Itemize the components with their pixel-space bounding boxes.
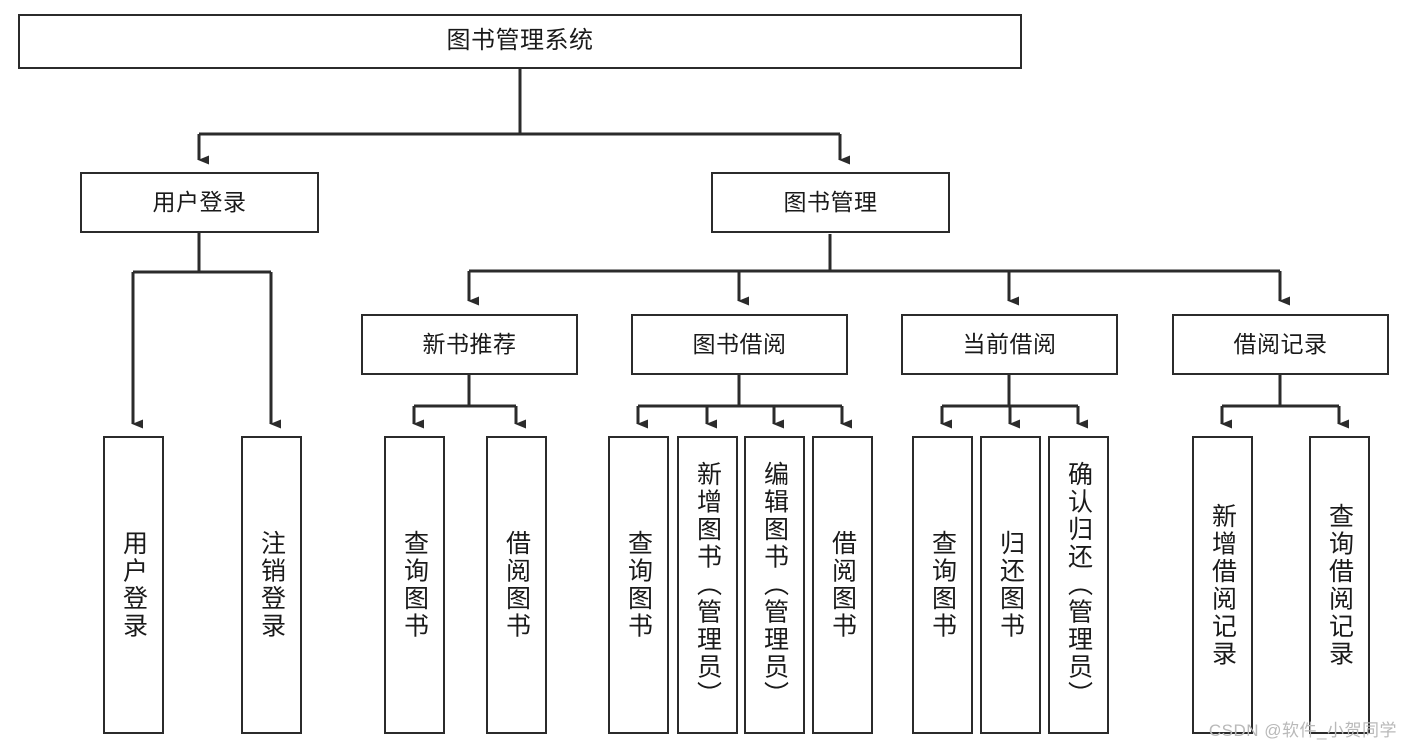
node-book-management-label: 图书管理	[783, 188, 878, 215]
node-root-label: 图书管理系统	[446, 27, 594, 55]
leaf-records-add-record[interactable]: 新增借阅记录	[1192, 436, 1253, 734]
leaf-current-return-book[interactable]: 归还图书	[980, 436, 1041, 734]
leaf-borrow-borrow-book-label: 借阅图书	[828, 530, 857, 640]
leaf-user-login-signout[interactable]: 注销登录	[241, 436, 302, 734]
node-new-book-recommend[interactable]: 新书推荐	[361, 314, 578, 375]
leaf-borrow-query-book-label: 查询图书	[624, 530, 653, 640]
node-current-borrow-label: 当前借阅	[962, 330, 1057, 357]
leaf-borrow-edit-book[interactable]: 编辑图书（管理员）	[744, 436, 805, 734]
leaf-new-book-borrow-label: 借阅图书	[502, 530, 531, 640]
node-book-borrow[interactable]: 图书借阅	[631, 314, 848, 375]
leaf-current-confirm-return-label: 确认归还（管理员）	[1064, 461, 1093, 709]
leaf-new-book-borrow[interactable]: 借阅图书	[486, 436, 547, 734]
node-current-borrow[interactable]: 当前借阅	[901, 314, 1118, 375]
node-root[interactable]: 图书管理系统	[18, 14, 1022, 69]
node-book-management[interactable]: 图书管理	[711, 172, 950, 233]
leaf-records-query-record[interactable]: 查询借阅记录	[1309, 436, 1370, 734]
node-new-book-recommend-label: 新书推荐	[422, 330, 517, 357]
leaf-borrow-query-book[interactable]: 查询图书	[608, 436, 669, 734]
leaf-borrow-borrow-book[interactable]: 借阅图书	[812, 436, 873, 734]
leaf-user-login-signin[interactable]: 用户登录	[103, 436, 164, 734]
leaf-current-return-book-label: 归还图书	[996, 530, 1025, 640]
leaf-borrow-add-book[interactable]: 新增图书（管理员）	[677, 436, 738, 734]
leaf-user-login-signout-label: 注销登录	[257, 530, 286, 640]
watermark: CSDN @软件_小贺同学	[1208, 721, 1397, 740]
leaf-records-query-record-label: 查询借阅记录	[1325, 502, 1354, 668]
leaf-borrow-edit-book-label: 编辑图书（管理员）	[760, 461, 789, 709]
leaf-current-query-book-label: 查询图书	[928, 530, 957, 640]
leaf-borrow-add-book-label: 新增图书（管理员）	[693, 461, 722, 709]
leaf-current-query-book[interactable]: 查询图书	[912, 436, 973, 734]
leaf-records-add-record-label: 新增借阅记录	[1208, 502, 1237, 668]
node-user-login-label: 用户登录	[152, 188, 247, 215]
node-borrow-records[interactable]: 借阅记录	[1172, 314, 1389, 375]
node-book-borrow-label: 图书借阅	[692, 330, 787, 357]
leaf-user-login-signin-label: 用户登录	[119, 530, 148, 640]
node-user-login[interactable]: 用户登录	[80, 172, 319, 233]
leaf-current-confirm-return[interactable]: 确认归还（管理员）	[1048, 436, 1109, 734]
leaf-new-book-query[interactable]: 查询图书	[384, 436, 445, 734]
leaf-new-book-query-label: 查询图书	[400, 530, 429, 640]
node-borrow-records-label: 借阅记录	[1233, 330, 1328, 357]
